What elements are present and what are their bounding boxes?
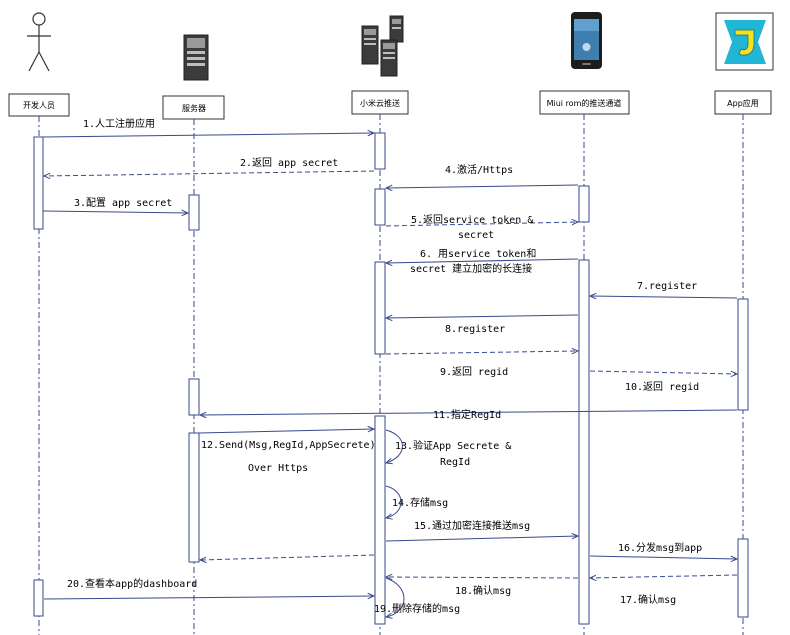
message-label-12b: Over Https <box>248 463 308 474</box>
message-arrow-15 <box>385 536 578 542</box>
app-logo-icon <box>715 12 774 71</box>
message-label-6b: secret 建立加密的长连接 <box>410 262 532 275</box>
message-arrow-13 <box>386 429 403 463</box>
activation-bar <box>374 415 386 625</box>
message-arrow-17 <box>590 574 738 578</box>
smartphone-icon <box>571 12 602 69</box>
participant-label: App应用 <box>727 98 759 108</box>
participant-box-developer: 开发人员 <box>8 93 70 117</box>
activation-bar <box>737 298 749 411</box>
message-label-13: 13.验证App Secrete & <box>395 439 511 452</box>
activation-bar <box>188 378 200 416</box>
message-arrow-4 <box>386 184 579 188</box>
message-label-6: 6. 用service token和 <box>420 248 536 260</box>
message-arrow-6 <box>386 258 579 263</box>
message-arrow-14 <box>386 485 402 518</box>
message-label-14: 14.存储msg <box>392 496 448 509</box>
message-arrow-9 <box>385 351 578 355</box>
message-label-10: 10.返回 regid <box>625 381 699 393</box>
message-arrow-12 <box>198 429 374 434</box>
message-label-7: 7.register <box>637 281 697 292</box>
message-arrow-2 <box>44 170 375 176</box>
activation-bar <box>737 538 749 618</box>
message-label-13b: RegId <box>440 457 470 468</box>
activation-bar <box>33 136 44 230</box>
participant-box-mipush: 小米云推送 <box>351 90 409 115</box>
activation-bar <box>374 132 386 170</box>
message-arrow-5 <box>385 222 578 227</box>
message-label-5: 5.返回service token & <box>411 214 533 226</box>
message-label-2: 2.返回 app secret <box>240 157 338 169</box>
activation-bar <box>188 194 200 231</box>
participant-label: 开发人员 <box>23 100 55 110</box>
activation-bar <box>188 432 200 563</box>
participant-box-miui: Miui rom的推送通道 <box>539 90 630 115</box>
stick-figure-icon <box>27 12 51 72</box>
message-arrow-20 <box>43 596 374 600</box>
message-label-20: 20.查看本app的dashboard <box>67 577 197 590</box>
message-label-1: 1.人工注册应用 <box>83 117 155 130</box>
message-arrow-18 <box>386 577 579 578</box>
message-label-17: 17.确认msg <box>620 593 676 606</box>
activation-bar <box>578 259 590 625</box>
participant-box-server: 服务器 <box>162 95 225 120</box>
message-label-9: 9.返回 regid <box>440 366 508 378</box>
activation-bar <box>374 261 386 355</box>
message-label-11: 11.指定RegId <box>433 408 501 421</box>
message-label-18: 18.确认msg <box>455 584 511 597</box>
message-label-4: 4.激活/Https <box>445 163 513 176</box>
message-label-16: 16.分发msg到app <box>618 541 702 554</box>
message-arrow-7 <box>590 296 738 298</box>
server-cluster-icon <box>361 15 404 77</box>
message-label-15: 15.通过加密连接推送msg <box>414 519 530 532</box>
participant-label: 服务器 <box>182 103 206 113</box>
message-arrow-10 <box>589 370 737 374</box>
message-arrow-3 <box>42 211 188 213</box>
activation-bar <box>578 185 590 223</box>
message-label-3: 3.配置 app secret <box>74 197 172 209</box>
participant-label: Miui rom的推送通道 <box>547 98 622 108</box>
participant-box-app: App应用 <box>714 90 772 115</box>
server-tower-icon <box>183 34 209 81</box>
message-label-8: 8.register <box>445 324 505 335</box>
participant-label: 小米云推送 <box>360 98 400 108</box>
message-label-12: 12.Send(Msg,RegId,AppSecrete) <box>201 440 376 451</box>
message-arrow-8 <box>386 314 579 318</box>
activation-bar <box>374 188 386 226</box>
message-label-19: 19.删除存储的msg <box>374 602 460 615</box>
activation-bar <box>33 579 44 617</box>
message-arrow-19 <box>386 577 405 617</box>
message-arrow-11 <box>200 409 738 415</box>
message-arrow-1 <box>42 133 374 138</box>
message-arrow-16 <box>589 555 737 559</box>
message-label-5b: secret <box>458 230 494 241</box>
message-arrow-15-return <box>200 554 375 560</box>
